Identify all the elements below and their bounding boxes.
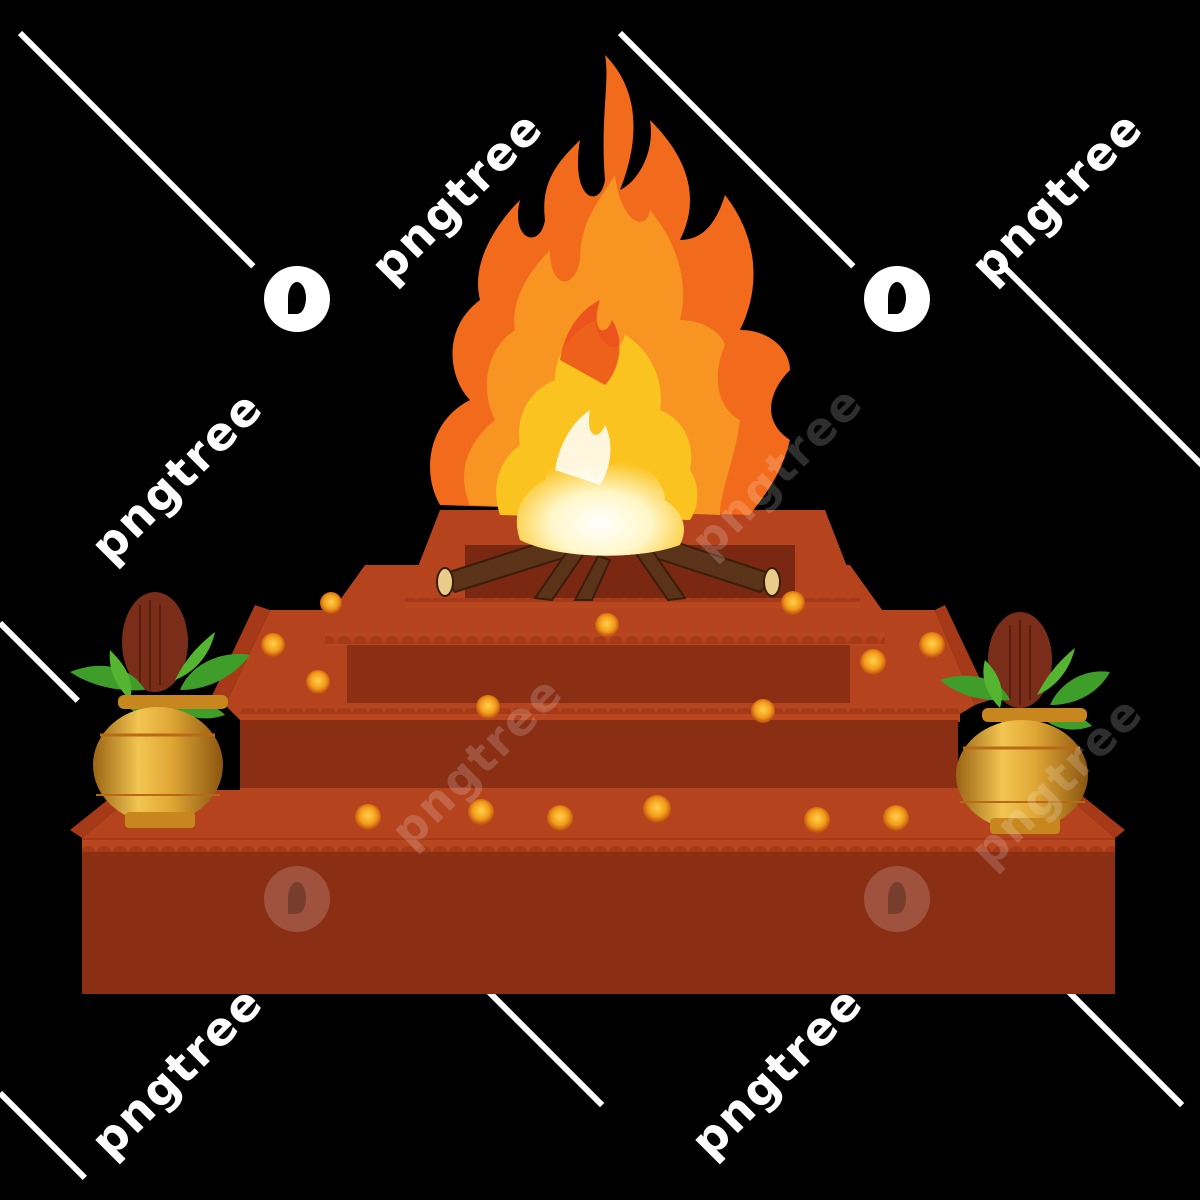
- kalash-left: [70, 592, 250, 828]
- watermark-logo-icon: [264, 866, 330, 932]
- watermark-logo-icon: [864, 866, 930, 932]
- altar-tier-3-face: [347, 645, 850, 703]
- altar-tier-1-top: [82, 790, 1115, 838]
- altar-tier-2-face: [240, 720, 958, 788]
- kalash-right: [940, 612, 1110, 834]
- altar-tier-1-face: [82, 852, 1115, 994]
- watermark-logo-icon: [264, 266, 330, 332]
- fire-flames: [430, 55, 790, 556]
- watermark-logo-icon: [864, 266, 930, 332]
- marigold-flowers: [261, 591, 945, 833]
